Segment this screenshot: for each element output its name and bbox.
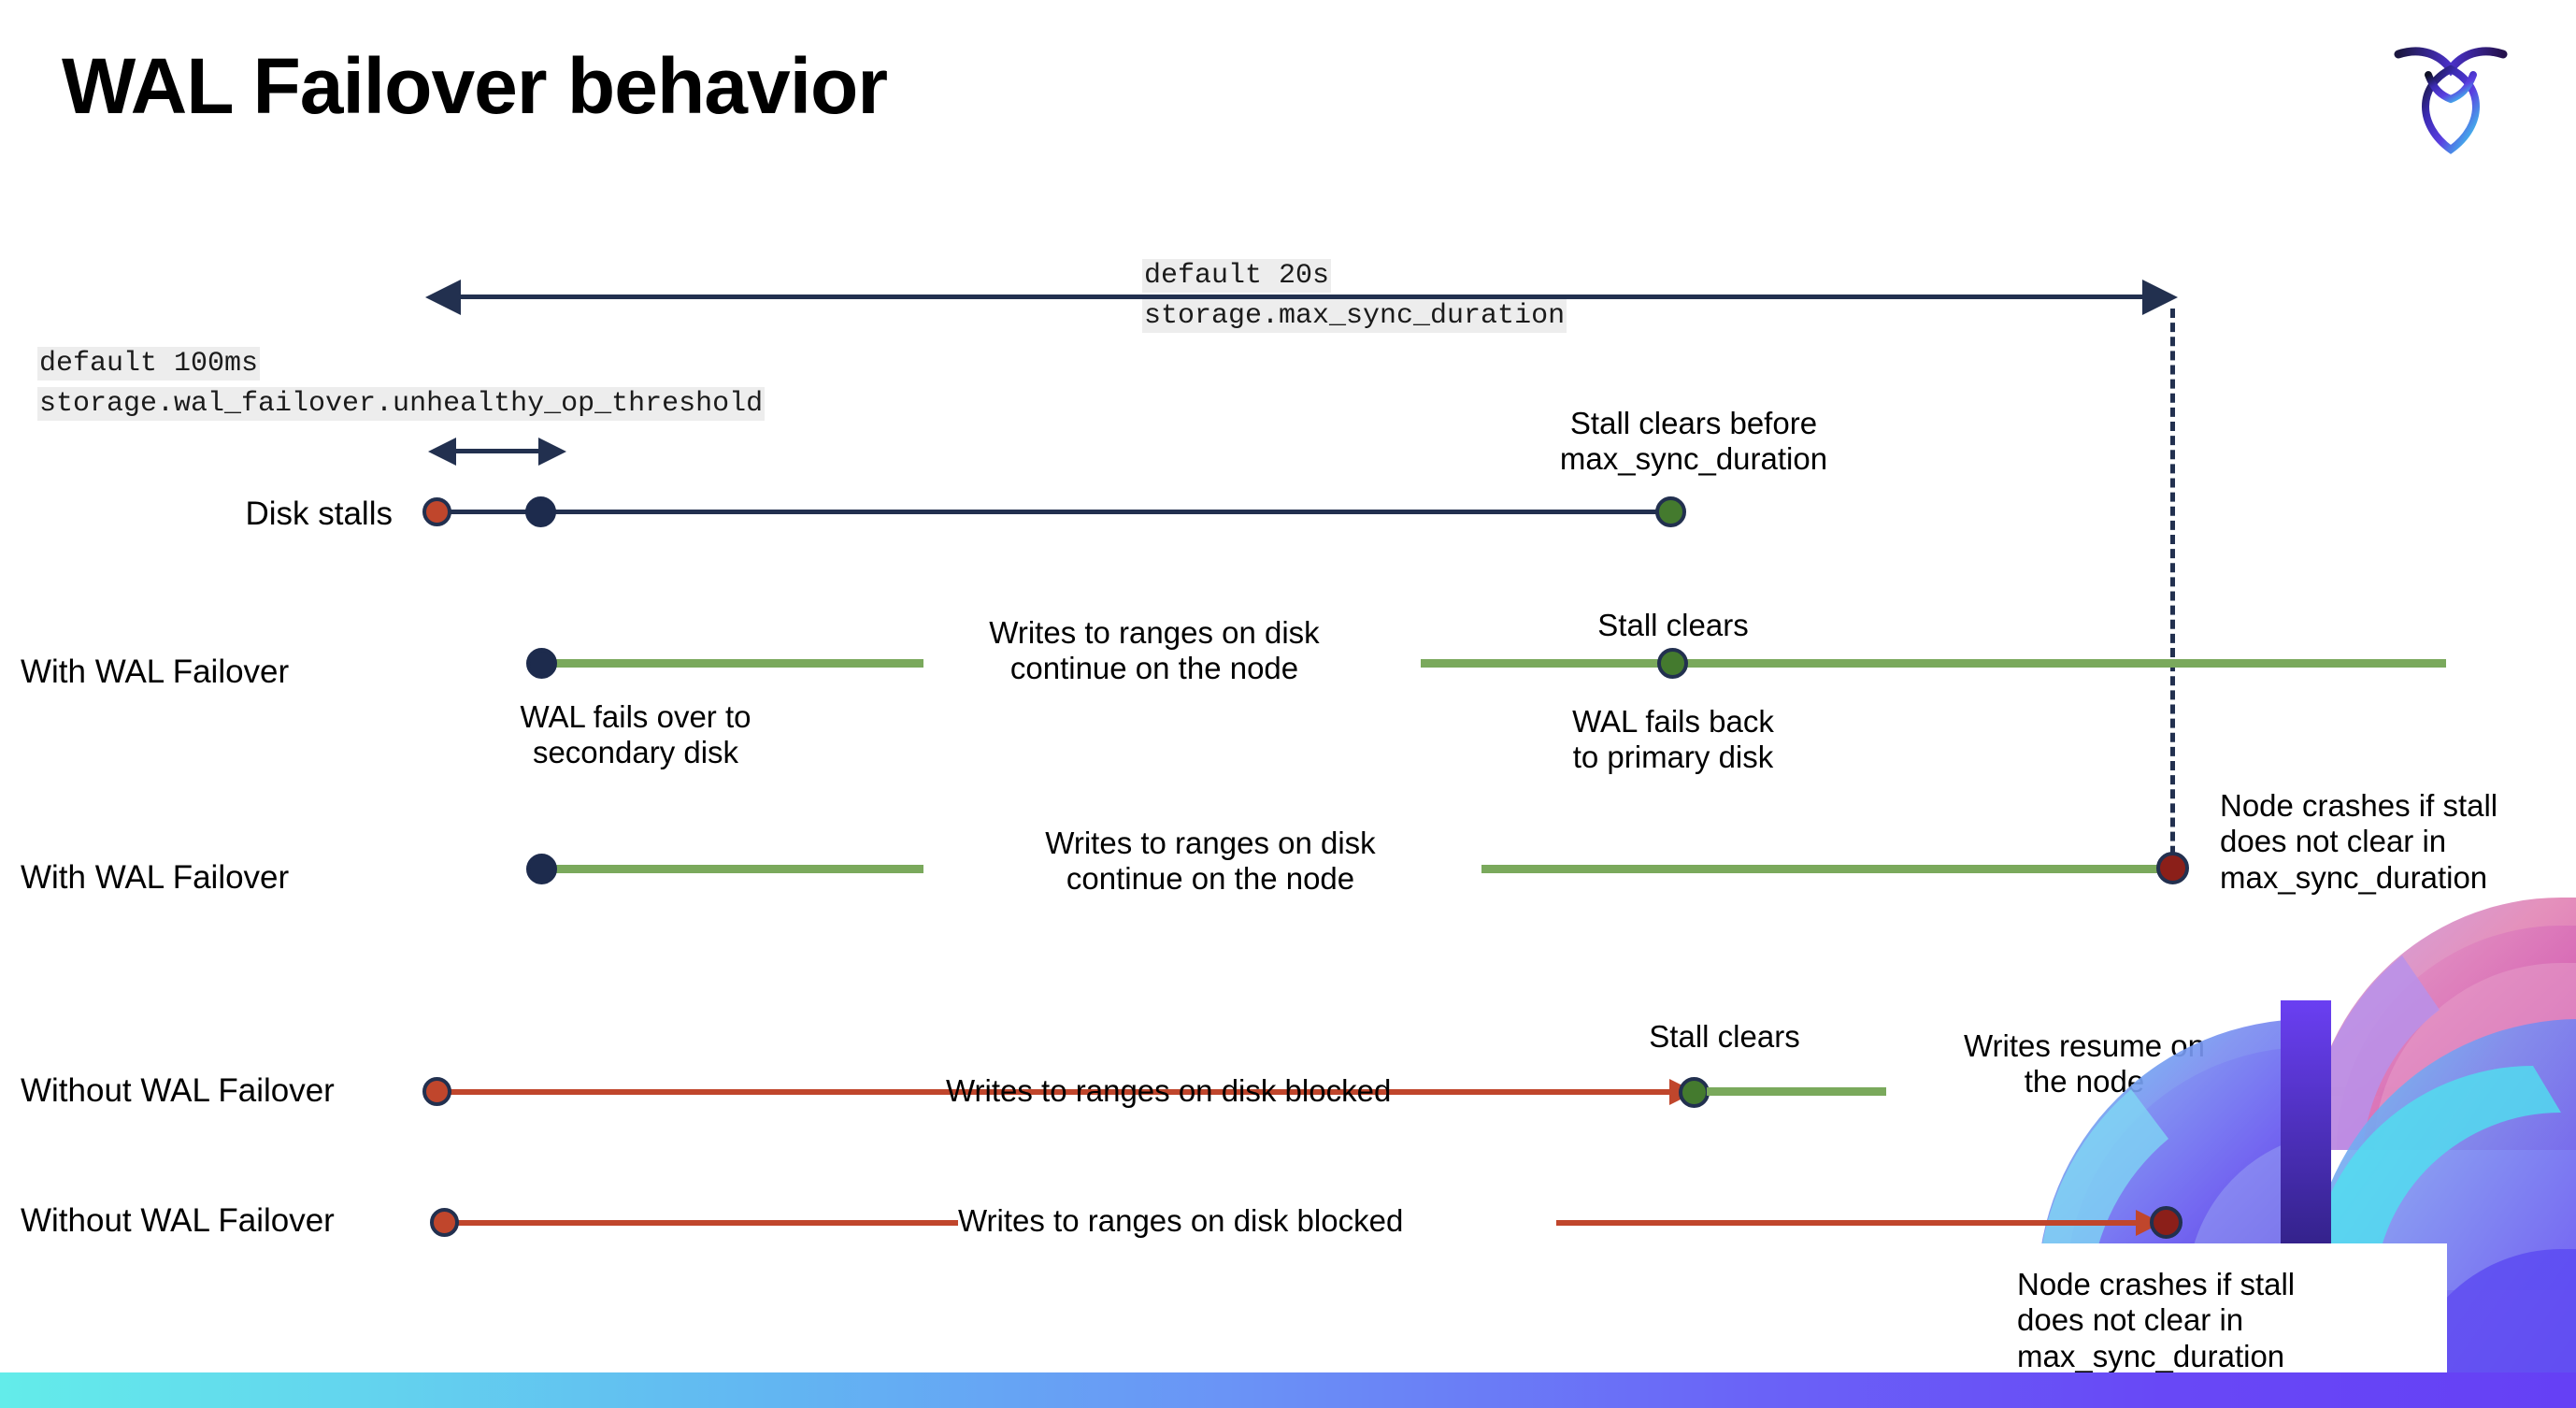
row-label-disk-stalls: Disk stalls (245, 496, 393, 532)
without-failover-1-resume-line-2 (2288, 1087, 2452, 1096)
cockroach-labs-logo-icon (2385, 28, 2516, 164)
wal-failover-2-segment-b (1481, 865, 2173, 873)
without-failover-1-clear-dot (1679, 1077, 1710, 1108)
unhealthy-op-annotation: default 100ms storage.wal_failover.unheal… (37, 344, 766, 424)
disk-stalls-start-dot (422, 497, 451, 526)
max-sync-deadline-dashed-line (2170, 309, 2175, 884)
without-failover-1-resume-line (1707, 1087, 1886, 1096)
wal-failover-1-segment-b (1421, 659, 2446, 668)
without-failover-2-start-dot (430, 1208, 459, 1237)
page-title: WAL Failover behavior (62, 42, 888, 130)
wal-failover-2-segment-a (540, 865, 923, 873)
wal-failover-2-failover-dot (526, 854, 557, 884)
row-label-without-wal-failover-1: Without WAL Failover (21, 1072, 335, 1109)
callout-stall-clears-before: Stall clears before max_sync_duration (1559, 406, 1828, 477)
wal-failover-1-failover-dot (526, 648, 557, 679)
unhealthy-op-arrow-right (538, 438, 566, 466)
unhealthy-op-setting-name: storage.wal_failover.unhealthy_op_thresh… (37, 386, 766, 421)
unhealthy-op-span-line (454, 449, 540, 453)
max-sync-default-label: default 20s (1142, 259, 1332, 293)
without-failover-1-start-dot (422, 1077, 451, 1106)
callout-writes-resume: Writes resume on the node (1964, 1028, 2205, 1099)
wal-failover-1-clear-dot (1657, 648, 1688, 679)
callout-stall-clears-1: Stall clears (1597, 608, 1749, 642)
callout-writes-continue-1: Writes to ranges on disk continue on the… (989, 615, 1320, 686)
callout-node-crashes-2: Node crashes if stall does not clear in … (2017, 1267, 2296, 1373)
callout-writes-blocked-2: Writes to ranges on disk blocked (958, 1203, 1556, 1240)
bottom-gradient-bar (0, 1372, 2576, 1408)
row-label-with-wal-failover-2: With WAL Failover (21, 859, 290, 896)
callout-writes-blocked-1: Writes to ranges on disk blocked (946, 1073, 1392, 1108)
max-sync-setting-name: storage.max_sync_duration (1142, 298, 1567, 333)
max-sync-arrow-left (425, 280, 461, 315)
callout-node-crashes-1: Node crashes if stall does not clear in … (2220, 788, 2498, 895)
unhealthy-op-default-label: default 100ms (37, 347, 261, 381)
disk-stalls-failover-dot (525, 496, 556, 527)
callout-stall-clears-2: Stall clears (1649, 1019, 1800, 1054)
wal-failover-1-segment-a (540, 659, 923, 668)
disk-stalls-clear-dot (1655, 496, 1686, 527)
unhealthy-op-arrow-left (428, 438, 456, 466)
without-failover-1-blocked-line (449, 1089, 1692, 1095)
max-sync-span-line (458, 295, 2146, 299)
wal-failover-2-crash-dot (2156, 852, 2189, 884)
callout-wal-fails-over: WAL fails over to secondary disk (520, 699, 751, 770)
row-label-without-wal-failover-2: Without WAL Failover (21, 1202, 335, 1239)
max-sync-annotation: default 20s storage.max_sync_duration (1142, 256, 1567, 336)
disk-stalls-timeline (439, 510, 1673, 514)
without-failover-2-crash-dot (2150, 1206, 2182, 1239)
callout-wal-fails-back: WAL fails back to primary disk (1572, 704, 1774, 775)
callout-writes-continue-2: Writes to ranges on disk continue on the… (1045, 826, 1376, 897)
row-label-with-wal-failover-1: With WAL Failover (21, 654, 290, 690)
